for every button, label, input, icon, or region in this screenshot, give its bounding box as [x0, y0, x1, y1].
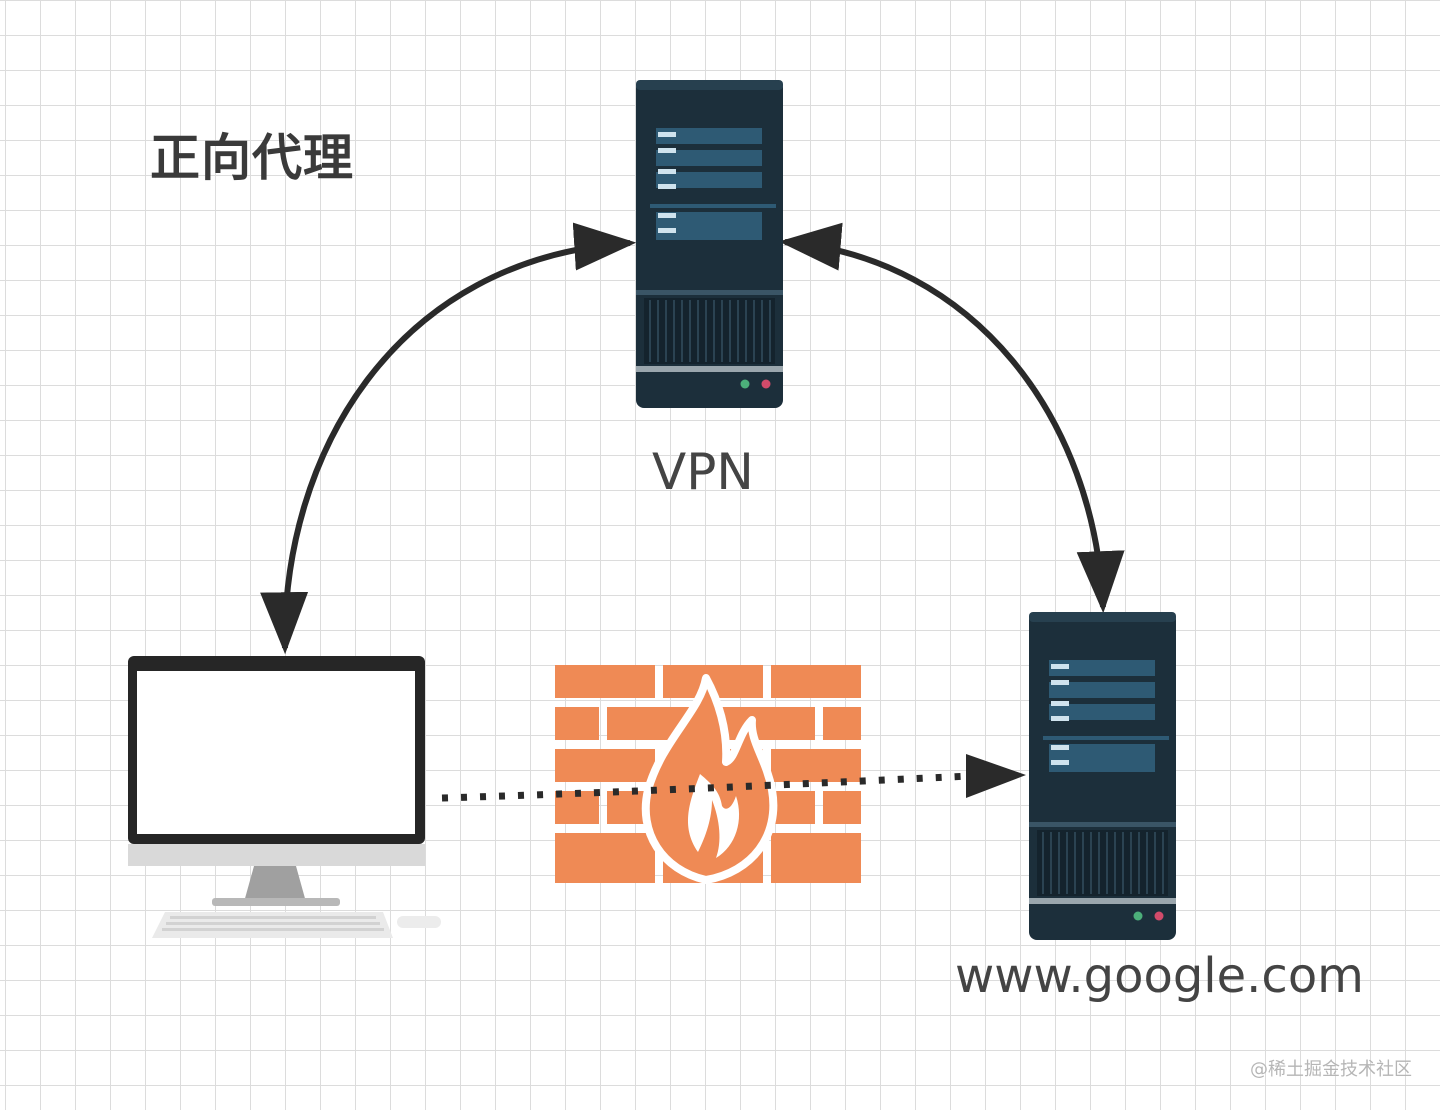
edge-client-target-dotted [441, 772, 971, 802]
edge-client-vpn [260, 222, 637, 655]
watermark: @稀土掘金技术社区 [1250, 1059, 1412, 1080]
edge-vpn-target [778, 222, 1125, 614]
desktop-computer-icon [128, 656, 441, 938]
target-server-icon [1029, 612, 1176, 940]
vpn-label: VPN [652, 443, 754, 501]
target-server-label: www.google.com [955, 948, 1364, 1004]
vpn-server-icon [636, 80, 783, 408]
flame-icon [641, 674, 778, 884]
firewall-icon [555, 665, 861, 884]
diagram-title: 正向代理 [150, 129, 354, 187]
arrowhead-target [966, 754, 1026, 798]
